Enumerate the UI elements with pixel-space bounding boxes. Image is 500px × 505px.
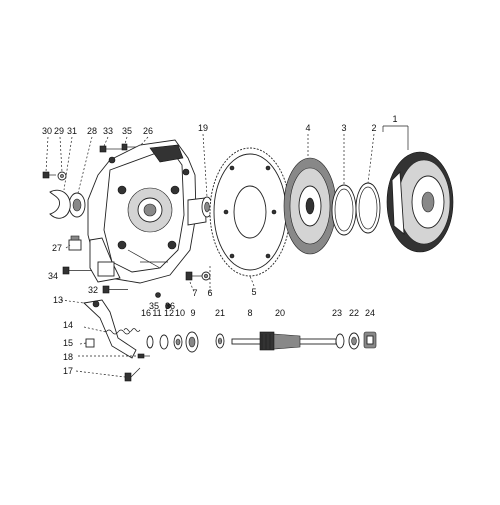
input-shaft-8 — [231, 331, 337, 351]
bolt-35 — [121, 143, 136, 151]
plug-27 — [68, 235, 82, 251]
nut-15 — [85, 338, 95, 348]
seal-19 — [201, 196, 213, 218]
callout-11: 11 — [152, 308, 161, 318]
callout-27: 27 — [52, 243, 62, 253]
pressure-plate-assembly — [382, 125, 454, 253]
pin-18 — [137, 353, 150, 359]
bearing-22 — [348, 332, 360, 350]
callout-23: 23 — [332, 308, 342, 318]
callout-35-lower: 35 — [149, 301, 159, 311]
callout-2: 2 — [371, 123, 376, 133]
callout-20: 20 — [275, 308, 285, 318]
callout-35: 35 — [122, 126, 132, 136]
callout-36: 36 — [165, 301, 175, 311]
gear-20 — [261, 334, 271, 350]
washer-11 — [146, 335, 154, 349]
washer-6 — [201, 271, 211, 281]
washer-23 — [335, 333, 345, 349]
callout-1: 1 — [392, 114, 397, 124]
callout-29: 29 — [54, 126, 64, 136]
callout-22: 22 — [349, 308, 359, 318]
spring-2 — [355, 182, 381, 234]
bolt-17 — [124, 367, 141, 382]
callout-30: 30 — [42, 126, 52, 136]
callout-28: 28 — [87, 126, 97, 136]
leader-lines — [45, 133, 375, 378]
bearing-28 — [68, 192, 86, 218]
callout-14: 14 — [63, 320, 73, 330]
screw-30 — [42, 171, 56, 179]
release-lever-13 — [83, 299, 137, 359]
spring-14 — [105, 329, 131, 335]
flywheel-ring-gear — [209, 147, 291, 277]
callout-21: 21 — [215, 308, 225, 318]
callout-31: 31 — [67, 126, 77, 136]
callout-4: 4 — [305, 123, 310, 133]
callout-12: 12 — [164, 308, 174, 318]
clip-36 — [165, 303, 171, 309]
bolt-7 — [185, 271, 202, 281]
bushing-21 — [215, 333, 225, 349]
callout-labels: 30 29 31 28 33 35 26 19 4 3 2 1 27 34 32… — [42, 114, 398, 376]
spring-3 — [331, 184, 357, 236]
nut-24 — [363, 331, 377, 349]
callout-19: 19 — [198, 123, 208, 133]
callout-33: 33 — [103, 126, 113, 136]
bolt-34 — [62, 266, 92, 275]
callout-34: 34 — [48, 271, 58, 281]
callout-6: 6 — [207, 288, 212, 298]
washer-10 — [173, 334, 183, 350]
callout-8: 8 — [247, 308, 252, 318]
callout-26: 26 — [143, 126, 153, 136]
callout-18: 18 — [63, 352, 73, 362]
callout-5: 5 — [251, 287, 256, 297]
callout-17: 17 — [63, 366, 73, 376]
spring-16 — [123, 328, 141, 332]
callout-10: 10 — [175, 308, 185, 318]
clutch-disc — [283, 157, 337, 255]
callout-13: 13 — [53, 295, 63, 305]
bearing-9 — [185, 331, 199, 353]
callout-9: 9 — [190, 308, 195, 318]
callout-7: 7 — [192, 288, 197, 298]
washer-29 — [57, 171, 67, 181]
bolt-32 — [102, 285, 128, 294]
clip-35b — [155, 292, 161, 298]
bolt-33 — [99, 145, 122, 153]
callout-15: 15 — [63, 338, 73, 348]
callout-32: 32 — [88, 285, 98, 295]
clutch-housing — [87, 139, 207, 284]
callout-16: 16 — [141, 308, 151, 318]
callout-24: 24 — [365, 308, 375, 318]
callout-3: 3 — [341, 123, 346, 133]
snap-ring-31 — [49, 189, 71, 219]
washer-12 — [159, 334, 169, 350]
